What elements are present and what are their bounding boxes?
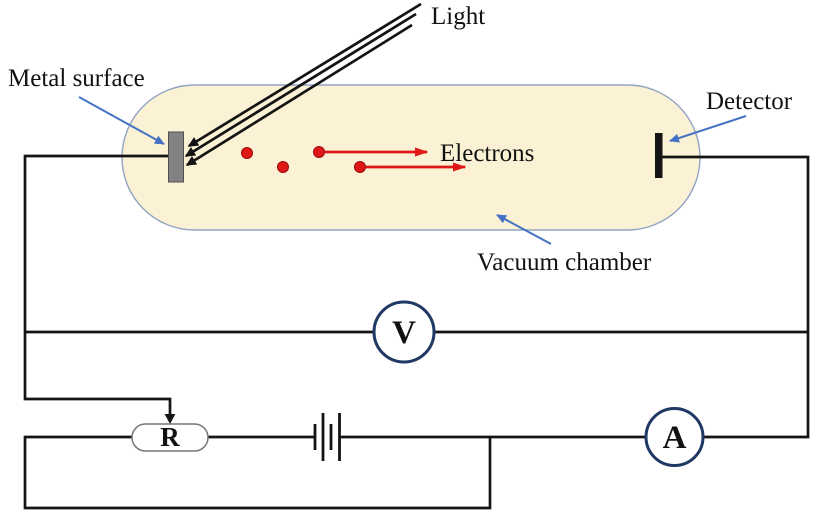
light-ray <box>187 2 422 148</box>
rheostat-body <box>131 423 209 452</box>
circuit-wire-bottom-loop <box>23 435 492 510</box>
detector-plate <box>655 133 663 178</box>
electron-dot <box>277 161 289 173</box>
voltmeter-letter: V <box>392 315 416 351</box>
ammeter-letter: A <box>663 420 687 456</box>
rheostat: R <box>131 422 209 452</box>
rheostat-letter: R <box>160 422 180 452</box>
battery <box>313 413 341 461</box>
light-label: Light <box>431 3 485 30</box>
detector-pointer-arrow <box>669 115 747 143</box>
electron-dot <box>313 146 325 158</box>
light-ray <box>185 23 413 167</box>
ammeter-ring <box>644 407 705 467</box>
light-ray <box>184 12 417 158</box>
rheostat-wiper-arrow <box>164 414 176 424</box>
vacuum-chamber-body <box>121 84 701 231</box>
ammeter: A <box>644 407 705 467</box>
electron-dot <box>241 147 253 159</box>
metal-surface-label: Metal surface <box>8 65 145 92</box>
vacuum-chamber-label: Vacuum chamber <box>477 249 652 276</box>
vacuum-chamber-pointer-arrow <box>496 214 552 245</box>
circuit-wire-right-to-detector <box>662 155 810 439</box>
light-rays <box>184 2 422 167</box>
metal-plate <box>168 131 184 183</box>
electron-dot <box>354 161 366 173</box>
electrons-group <box>241 146 467 173</box>
metal-surface-pointer-arrow <box>78 96 165 145</box>
voltmeter: V <box>372 300 436 364</box>
detector-label: Detector <box>706 88 793 115</box>
electrons-label: Electrons <box>440 140 534 167</box>
circuit-wire-left-to-rheostat <box>23 154 180 415</box>
voltmeter-ring <box>372 300 436 364</box>
